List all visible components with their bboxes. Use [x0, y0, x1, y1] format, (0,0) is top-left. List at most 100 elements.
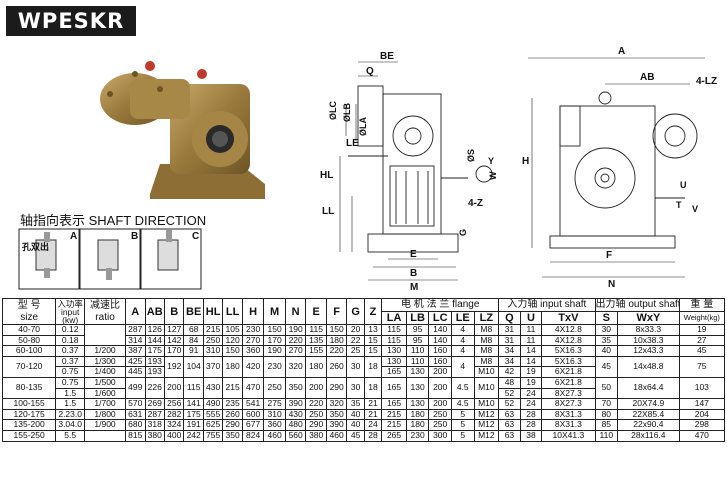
header-dim-ab: AB: [144, 298, 165, 325]
header-flange-lb: LB: [405, 311, 430, 325]
dim-cell: 18: [363, 376, 383, 400]
dim-cell: 135: [305, 334, 327, 347]
dim-cell: 21: [363, 408, 383, 421]
input-cell: 52: [498, 387, 521, 400]
input-cell: 14: [519, 345, 543, 357]
dim-cell: 21: [363, 398, 383, 410]
ratio-cell: [84, 323, 127, 347]
output-s-cell: 45: [594, 355, 619, 378]
flange-cell: 180: [405, 419, 430, 431]
flange-cell: 140: [428, 334, 452, 347]
dim-cell: 175: [183, 408, 204, 421]
input-cell: 28: [519, 408, 543, 421]
dim-cell: 290: [325, 376, 348, 400]
power-cell: 1.5: [55, 398, 86, 410]
flange-cell: 110: [405, 355, 430, 368]
dim-label-m: M: [410, 282, 418, 291]
dim-cell: 460: [325, 429, 348, 442]
input-cell: 34: [498, 345, 521, 357]
power-cell: 0.37: [55, 355, 86, 368]
dim-cell: 350: [284, 376, 307, 400]
header-input-u: U: [519, 311, 543, 325]
flange-le-cell: 4: [450, 324, 475, 336]
header-dim-g: G: [346, 298, 365, 325]
brand-title: WPESKR: [6, 6, 136, 36]
dim-label-la: ØLA: [358, 117, 368, 136]
power-cell: 2.23.0: [55, 408, 86, 421]
flange-cell: 265: [381, 429, 407, 442]
dim-cell: 190: [284, 324, 307, 336]
flange-cell: 110: [405, 345, 430, 357]
dim-cell: 680: [125, 419, 146, 431]
header-dim-ll: LL: [222, 298, 243, 325]
input-cell: 4X12.8: [541, 324, 596, 336]
dim-cell: 15: [363, 345, 383, 357]
dim-cell: 380: [144, 429, 165, 442]
input-cell: 31: [498, 324, 521, 336]
weight-cell: 27: [678, 334, 726, 347]
flange-cell: 300: [428, 429, 452, 442]
flange-cell: 130: [381, 345, 407, 357]
flange-le-cell: 4: [450, 355, 475, 378]
dim-cell: 242: [183, 429, 204, 442]
dim-cell: 380: [305, 429, 327, 442]
dim-cell: 275: [263, 398, 286, 410]
power-cell: 0.75: [55, 376, 86, 389]
output-wxy-cell: 10x38.3: [617, 334, 680, 347]
flange-cell: 160: [428, 345, 452, 357]
header-dim-a: A: [125, 298, 146, 325]
dim-cell: 40: [346, 408, 365, 421]
flange-cell: 215: [381, 408, 407, 421]
header-flange: 电 机 法 兰 flange: [381, 298, 500, 312]
flange-cell: 130: [381, 355, 407, 368]
output-wxy-cell: 20X74.9: [617, 398, 680, 410]
shaft-direction-diagrams: A 孔双出 B C: [18, 228, 202, 290]
dim-cell: 430: [202, 376, 224, 400]
input-cell: 6X21.8: [541, 366, 596, 378]
dim-cell: 560: [284, 429, 307, 442]
dim-label-w: W: [488, 171, 498, 180]
flange-lz-cell: M10: [473, 376, 500, 400]
flange-cell: 115: [381, 334, 407, 347]
dim-cell: 310: [202, 345, 224, 357]
dim-label-z: 4-Z: [468, 198, 483, 209]
dim-cell: 430: [284, 408, 307, 421]
dim-cell: 314: [125, 334, 146, 347]
flange-cell: 95: [405, 324, 430, 336]
input-cell: 19: [519, 366, 543, 378]
dim-cell: 220: [305, 398, 327, 410]
input-cell: 38: [519, 429, 543, 442]
dim-label-hl: HL: [320, 170, 333, 181]
dim-label-ll: LL: [322, 206, 334, 217]
flange-lz-cell: M10: [473, 398, 500, 410]
dim-cell: 68: [183, 324, 204, 336]
flange-lz-cell: M8: [473, 345, 500, 357]
dim-label-g: G: [458, 229, 468, 236]
header-dim-e: E: [305, 298, 327, 325]
output-s-cell: 40: [594, 345, 619, 357]
flange-lz-cell: M12: [473, 408, 500, 421]
dim-cell: 220: [325, 345, 348, 357]
power-cell: 0.75: [55, 366, 86, 378]
shaft-direction-title: 轴指向表示 SHAFT DIRECTION: [20, 213, 207, 228]
flange-cell: 250: [428, 419, 452, 431]
flange-cell: 200: [428, 366, 452, 378]
dim-cell: 390: [284, 398, 307, 410]
input-cell: 34: [498, 355, 521, 368]
dim-cell: 155: [305, 345, 327, 357]
dim-cell: 220: [284, 334, 307, 347]
dim-cell: 250: [305, 408, 327, 421]
dim-cell: 150: [222, 345, 243, 357]
dim-cell: 30: [346, 355, 365, 378]
shaft-panel-b: B: [79, 228, 141, 290]
dim-cell: 625: [202, 419, 224, 431]
dim-label-ab: AB: [640, 72, 654, 83]
dim-cell: 400: [163, 429, 185, 442]
dim-cell: 600: [241, 408, 265, 421]
dim-label-e: E: [410, 249, 417, 260]
flange-lz-cell: M12: [473, 419, 500, 431]
dim-cell: 360: [241, 345, 265, 357]
dim-cell: 230: [241, 324, 265, 336]
dim-label-u: U: [680, 180, 687, 190]
